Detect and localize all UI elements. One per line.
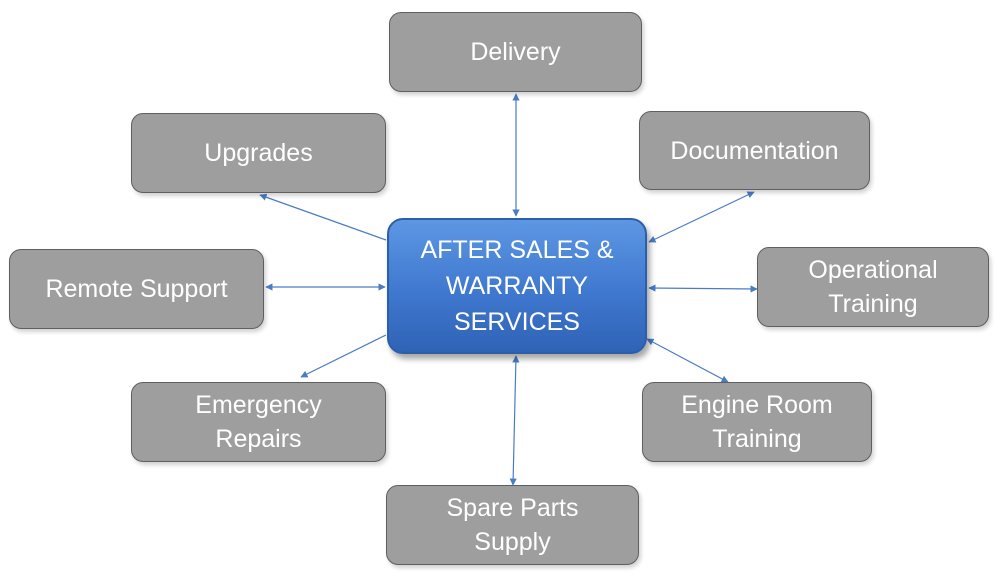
node-emergency-repairs: Emergency Repairs [131, 382, 386, 462]
node-delivery-label: Delivery [470, 38, 561, 66]
arrow-spare-parts [509, 355, 520, 486]
node-documentation: Documentation [639, 111, 870, 190]
center-node-after-sales: AFTER SALES & WARRANTY SERVICES [387, 218, 647, 354]
node-engine-room-training-label: Engine Room Training [681, 391, 833, 453]
node-remote-support: Remote Support [9, 249, 264, 329]
node-delivery: Delivery [389, 12, 642, 92]
node-spare-parts-supply-label: Spare Parts Supply [446, 494, 579, 556]
node-spare-parts-supply: Spare Parts Supply [386, 485, 639, 565]
node-upgrades-label: Upgrades [204, 139, 313, 167]
node-documentation-label: Documentation [670, 136, 839, 165]
arrow-documentation [648, 191, 755, 243]
node-engine-room-training: Engine Room Training [642, 382, 872, 462]
node-remote-support-label: Remote Support [45, 275, 228, 303]
arrow-engine-room-training [646, 338, 729, 383]
arrow-upgrades [259, 193, 387, 241]
node-operational-training: Operational Training [757, 247, 989, 327]
arrow-operational-training [648, 284, 758, 293]
center-node-label: AFTER SALES & WARRANTY SERVICES [420, 236, 614, 336]
node-emergency-repairs-label: Emergency Repairs [195, 391, 322, 453]
node-upgrades: Upgrades [131, 113, 386, 193]
arrow-emergency-repairs [300, 334, 387, 378]
node-operational-training-label: Operational Training [808, 256, 938, 318]
